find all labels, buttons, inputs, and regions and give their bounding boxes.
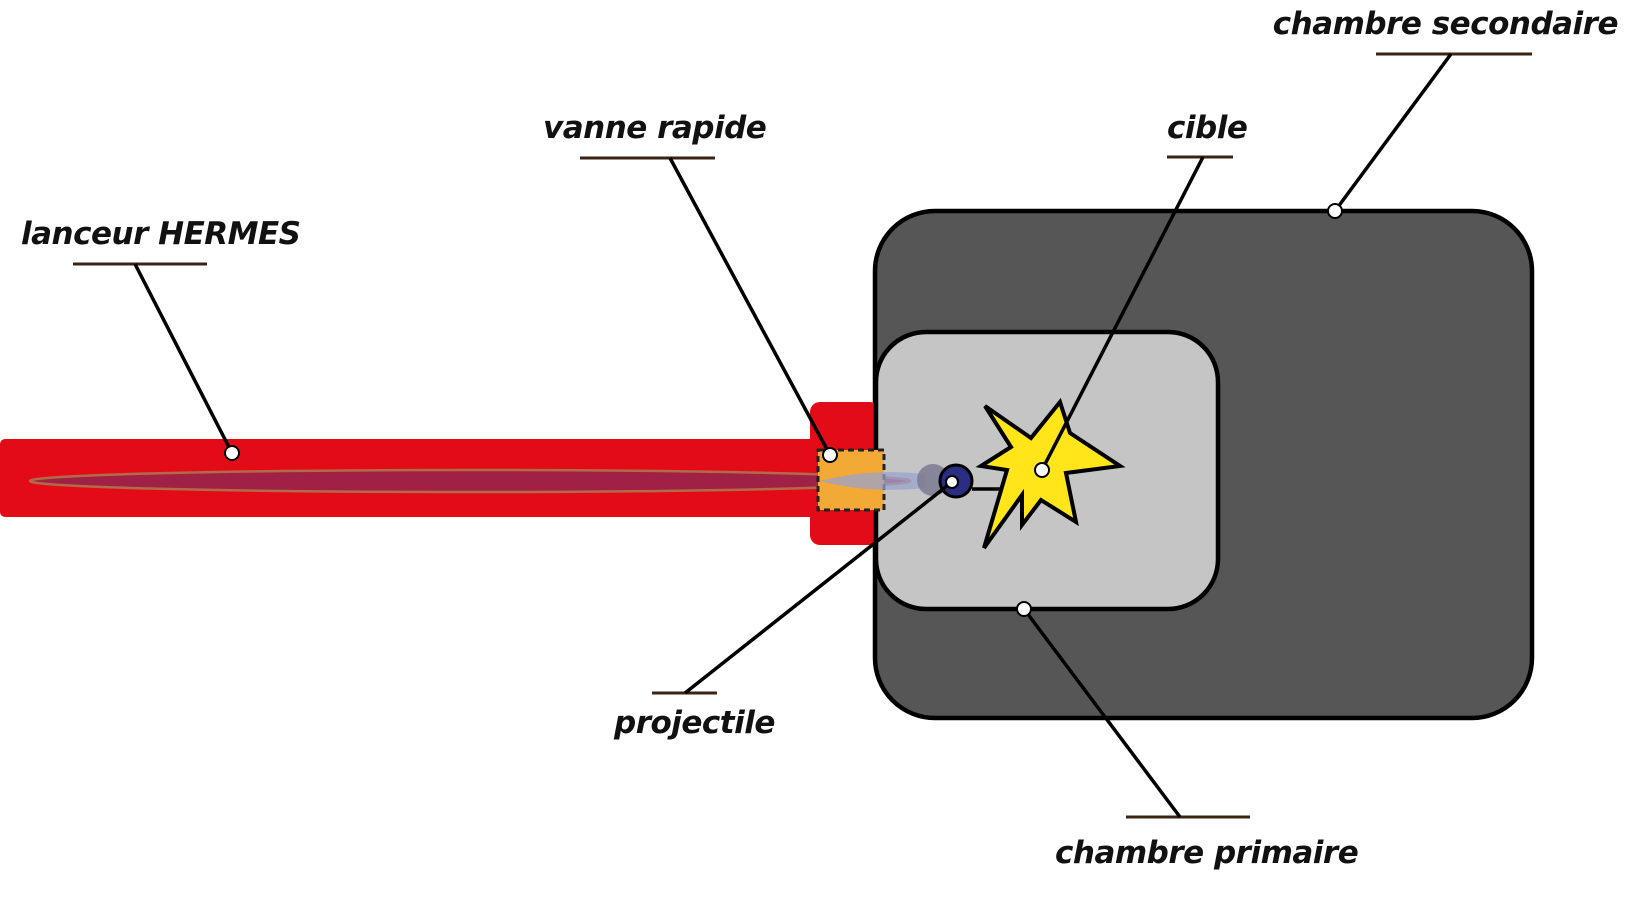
label-secondary-chamber: chambre secondaire	[1273, 6, 1618, 42]
label-projectile: projectile	[613, 705, 775, 741]
leader-launcher	[73, 262, 234, 454]
leader-secondary-chamber	[1333, 52, 1532, 213]
target-star	[975, 397, 1126, 550]
label-target: cible	[1167, 110, 1247, 146]
leader-projectile	[652, 480, 954, 695]
anchor-dot-projectile	[945, 475, 959, 489]
anchor-dot-target	[1034, 462, 1050, 478]
anchor-dot-primary-chamber	[1016, 601, 1032, 617]
gas-trail	[820, 472, 925, 490]
leader-primary-chamber	[1022, 607, 1250, 819]
label-launcher: lanceur HERMES	[21, 216, 301, 252]
leader-valve	[580, 156, 832, 456]
anchor-dot-valve	[822, 447, 838, 463]
anchor-dot-secondary-chamber	[1327, 203, 1343, 219]
label-primary-chamber: chambre primaire	[1055, 835, 1358, 871]
launcher-beam	[28, 468, 912, 494]
anchor-dot-launcher	[224, 445, 240, 461]
leader-target	[1040, 155, 1233, 471]
label-valve: vanne rapide	[543, 110, 766, 146]
